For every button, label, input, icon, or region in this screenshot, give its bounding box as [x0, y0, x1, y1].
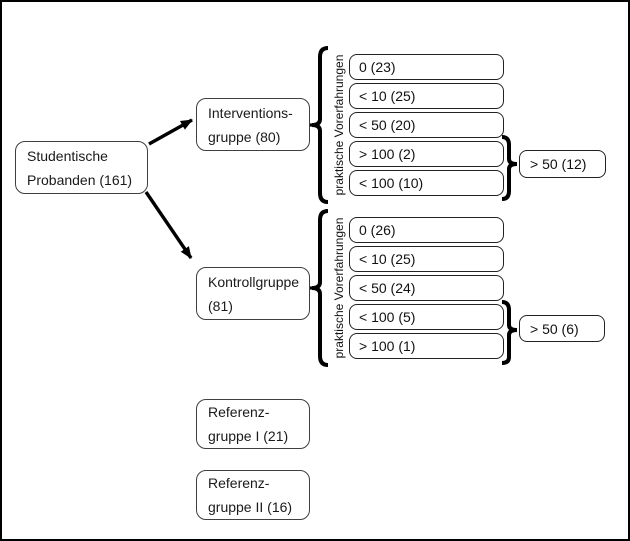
control-experience-axis-label: praktische Vorerfahrungen: [332, 217, 346, 359]
intervention-item-3: > 100 (2): [349, 141, 504, 167]
intervention-item-0: 0 (23): [349, 54, 504, 80]
control-item-4: > 100 (1): [349, 333, 504, 359]
arrow-to-kontrollgruppe: [144, 191, 193, 259]
intervention-summary-box: > 50 (12): [519, 150, 606, 178]
control-item-0: 0 (26): [349, 217, 504, 243]
brace-control-left: [311, 209, 329, 367]
kontrollgruppe-box: Kontrollgruppe (81): [196, 267, 310, 320]
control-item-1: < 10 (25): [349, 246, 504, 272]
brace-intervention-left: [311, 46, 329, 204]
control-item-2: < 50 (24): [349, 275, 504, 301]
brace-intervention-right: [501, 135, 518, 201]
arrow-to-interventionsgruppe: [148, 118, 193, 146]
control-item-3: < 100 (5): [349, 304, 504, 330]
control-summary-box: > 50 (6): [519, 315, 605, 342]
root-box-studentische-probanden: Studentische Probanden (161): [15, 141, 148, 194]
referenzgruppe-1-box: Referenz- gruppe I (21): [196, 399, 310, 449]
intervention-item-1: < 10 (25): [349, 83, 504, 109]
brace-control-right: [501, 300, 518, 365]
intervention-item-2: < 50 (20): [349, 112, 504, 138]
intervention-experience-axis-label: praktische Vorerfahrungen: [332, 54, 346, 196]
referenzgruppe-2-box: Referenz- gruppe II (16): [196, 470, 310, 520]
intervention-item-4: < 100 (10): [349, 170, 504, 196]
interventionsgruppe-box: Interventions- gruppe (80): [196, 98, 310, 151]
